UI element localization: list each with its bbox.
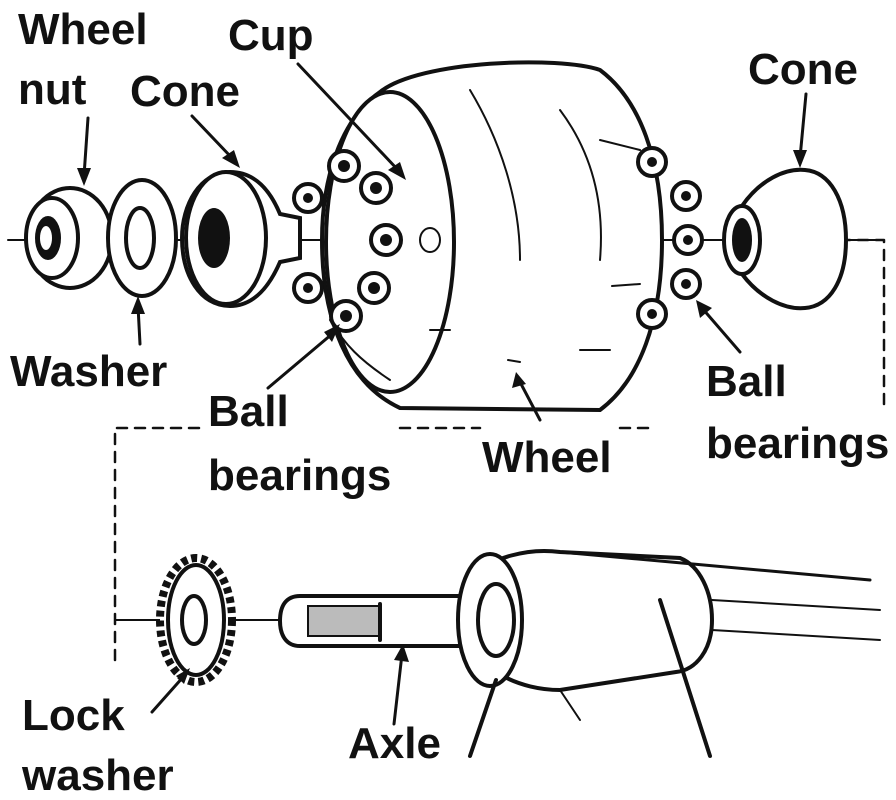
label-wheel-nut-line2: nut <box>18 65 87 114</box>
washer <box>106 178 178 298</box>
guide-line-far-right <box>838 238 886 412</box>
label-axle: Axle <box>348 719 441 768</box>
label-cone-right: Cone <box>748 45 858 94</box>
label-ball-bearings-left-line1: Ball <box>208 387 289 436</box>
label-washer: Washer <box>10 347 167 396</box>
fork-end <box>456 549 881 758</box>
label-cone-left: Cone <box>130 67 240 116</box>
cone-right <box>722 167 849 311</box>
label-wheel-nut-line1: Wheel <box>18 5 148 54</box>
leader-arrows <box>77 62 808 726</box>
label-lock-washer-line1: Lock <box>22 691 125 740</box>
lock-washer <box>156 554 236 686</box>
label-cup: Cup <box>228 11 314 60</box>
label-wheel: Wheel <box>482 433 612 482</box>
guide-line-left <box>113 426 202 662</box>
label-ball-bearings-right-line2: bearings <box>706 419 889 468</box>
label-lock-washer-line2: washer <box>21 751 174 800</box>
axle <box>277 594 502 648</box>
cone-left <box>179 169 302 309</box>
wheel-nut <box>24 186 114 290</box>
label-ball-bearings-left-line2: bearings <box>208 451 391 500</box>
ball-bearings-right <box>636 146 704 330</box>
label-ball-bearings-right-line1: Ball <box>706 357 787 406</box>
ball-bearings-left <box>292 149 403 333</box>
